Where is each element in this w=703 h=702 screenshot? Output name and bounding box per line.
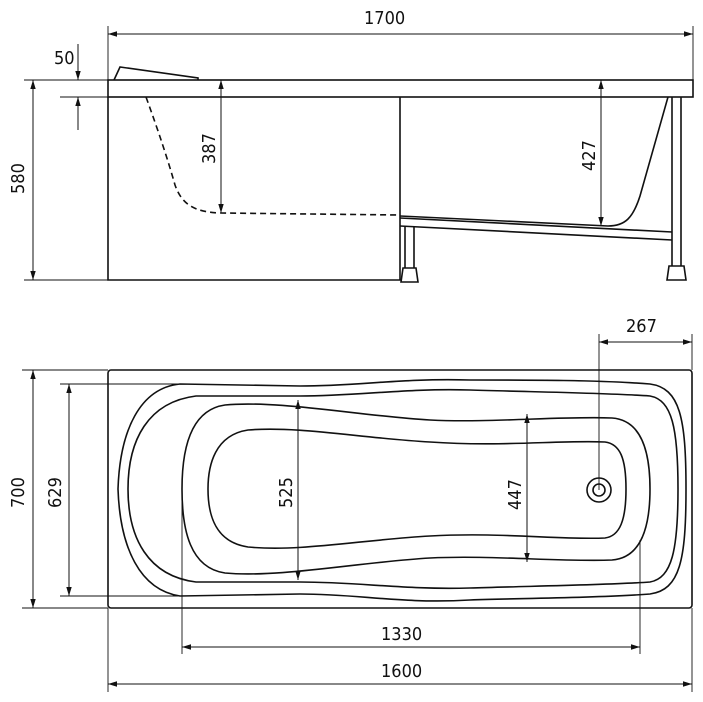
- dim-label-525: 525: [276, 477, 297, 508]
- basin-floor: [399, 96, 669, 227]
- dim-label-447: 447: [505, 479, 526, 510]
- dimension-427: 427: [579, 80, 604, 226]
- headrest: [113, 66, 199, 81]
- dimension-1700: 1700: [107, 8, 694, 80]
- dimension-387: 387: [199, 80, 224, 213]
- dim-label-50: 50: [54, 48, 75, 69]
- frame-rail: [399, 217, 673, 241]
- basin-rim: [181, 403, 651, 575]
- front-apron: [107, 97, 401, 281]
- basin-hidden-profile: [145, 96, 401, 216]
- tub-rim: [107, 79, 694, 98]
- dim-label-427: 427: [579, 140, 600, 171]
- dimension-50: 50: [54, 44, 108, 130]
- basin-floor-outline: [207, 428, 627, 549]
- dim-label-629: 629: [45, 477, 66, 508]
- support-leg-right: [666, 97, 687, 281]
- dim-label-267: 267: [626, 316, 657, 337]
- dim-label-580: 580: [8, 163, 29, 194]
- top-view: 267 700 629 525 447: [8, 316, 693, 692]
- support-leg-left: [400, 226, 419, 283]
- dim-label-700: 700: [8, 477, 29, 508]
- ledge-line: [127, 388, 679, 590]
- dimension-267: 267: [598, 316, 693, 490]
- dimension-580: 580: [8, 79, 108, 281]
- dimension-1330: 1330: [181, 489, 641, 654]
- dimension-447: 447: [505, 414, 530, 562]
- dim-label-1600: 1600: [381, 661, 422, 682]
- dim-label-1700: 1700: [364, 8, 405, 29]
- dimension-629: 629: [45, 383, 180, 597]
- dimension-525: 525: [276, 400, 301, 580]
- tub-outer-rim: [107, 369, 693, 609]
- side-view: 1700 50 580 387 427: [8, 8, 694, 283]
- dim-label-1330: 1330: [381, 624, 422, 645]
- dimension-700: 700: [8, 369, 108, 609]
- dimension-1600: 1600: [107, 608, 693, 692]
- rim-inner-edge: [117, 378, 687, 602]
- dim-label-387: 387: [199, 133, 220, 164]
